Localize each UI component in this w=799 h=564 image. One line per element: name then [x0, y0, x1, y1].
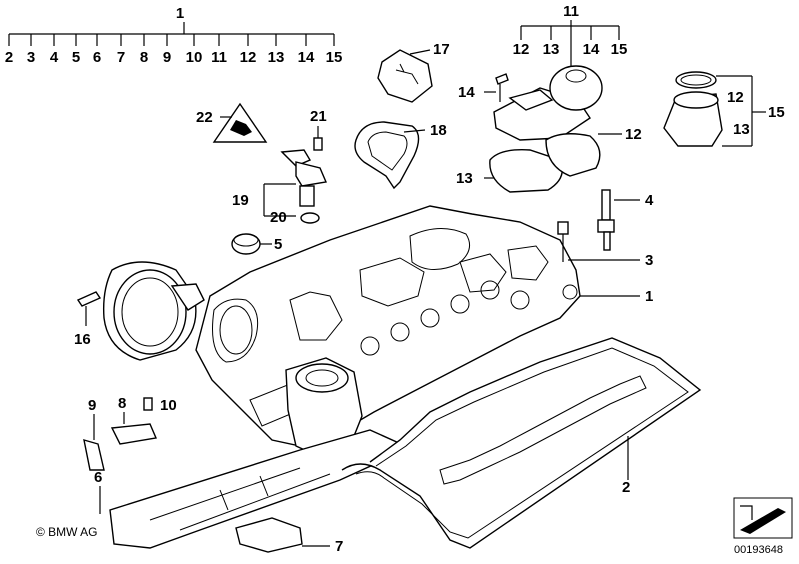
label-12a: 12 [625, 126, 642, 143]
label-19: 19 [232, 192, 249, 209]
part-2-gasket: 2 [341, 337, 702, 549]
copyright-text: © BMW AG [36, 525, 98, 539]
part-right-fitting: 12 15 13 [663, 71, 785, 147]
group-1-item-10: 10 [186, 49, 203, 66]
label-14: 14 [458, 84, 475, 101]
view-direction-icon [733, 497, 793, 539]
label-6: 6 [94, 469, 102, 486]
part-22-warning-label: 22 [196, 102, 268, 143]
throttle-flange [102, 261, 205, 361]
group-1-item-2: 2 [5, 49, 13, 66]
group-1-item-12: 12 [240, 49, 257, 66]
part-19-21-sensor: 21 19 20 [232, 108, 327, 226]
part-17-cap: 17 [377, 41, 450, 103]
group-11-item-12: 12 [513, 41, 530, 58]
label-8: 8 [118, 395, 126, 412]
group-1-item-9: 9 [163, 49, 171, 66]
label-20: 20 [270, 209, 287, 226]
group-11-item-15: 15 [611, 41, 628, 58]
group-1-item-15: 15 [326, 49, 343, 66]
label-9: 9 [88, 397, 96, 414]
label-21: 21 [310, 108, 327, 125]
label-1: 1 [645, 288, 653, 305]
label-4: 4 [645, 192, 654, 209]
part-11-oil-separator: 14 12 13 [456, 65, 642, 193]
part-18-seal: 18 [354, 121, 447, 190]
part-6-insulation: 6 [94, 429, 412, 549]
label-5: 5 [274, 236, 282, 253]
group-1-item-13: 13 [268, 49, 285, 66]
label-3: 3 [645, 252, 653, 269]
label-18: 18 [430, 122, 447, 139]
label-2: 2 [622, 479, 630, 496]
group-1-item-4: 4 [50, 49, 59, 66]
label-16: 16 [74, 331, 91, 348]
part-3-bolt: 3 [557, 221, 653, 269]
document-number: 00193648 [734, 544, 783, 556]
group-11-bracket: 11 12 13 14 15 [513, 3, 628, 70]
label-13a: 13 [456, 170, 473, 187]
part-7-cover-piece: 7 [235, 517, 343, 555]
group-1-item-11: 11 [211, 49, 227, 66]
group-1-item-3: 3 [27, 49, 35, 66]
part-8-9-10-clips: 9 8 10 [83, 395, 177, 471]
group-11-item-14: 14 [583, 41, 600, 58]
label-10: 10 [160, 397, 177, 414]
group-1-label: 1 [176, 5, 184, 22]
label-7: 7 [335, 538, 343, 555]
group-1-item-8: 8 [140, 49, 148, 66]
label-22: 22 [196, 109, 213, 126]
group-1-item-7: 7 [117, 49, 125, 66]
part-4-glow-plug: 4 [597, 189, 654, 251]
part-5-plug: 5 [231, 233, 282, 255]
label-13b: 13 [733, 121, 750, 138]
group-1-item-14: 14 [298, 49, 315, 66]
group-1-item-5: 5 [72, 49, 80, 66]
oil-separator-housing [285, 357, 363, 457]
label-12b: 12 [727, 89, 744, 106]
part-16-bolt: 16 [74, 291, 102, 348]
label-15b: 15 [768, 104, 785, 121]
group-1-item-6: 6 [93, 49, 101, 66]
label-17: 17 [433, 41, 450, 58]
group-11-label: 11 [563, 3, 579, 20]
group-11-item-13: 13 [543, 41, 560, 58]
